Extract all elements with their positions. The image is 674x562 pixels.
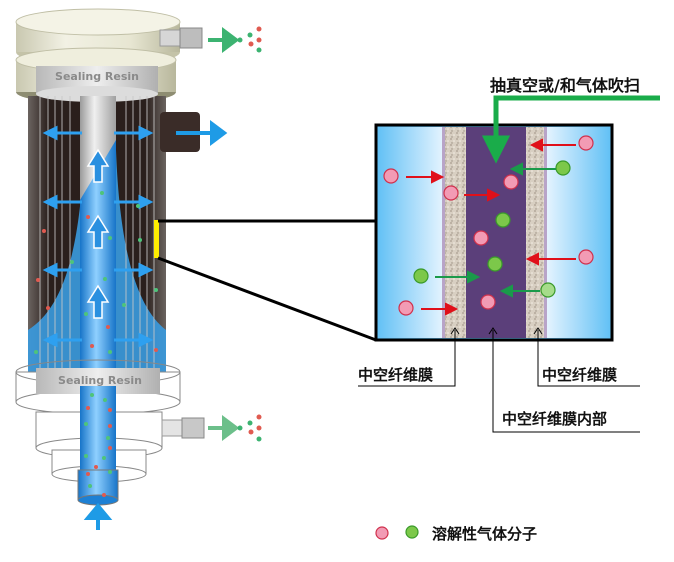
top-gas-outlet-fitting <box>159 27 203 49</box>
zoom-highlight-marker <box>154 220 159 258</box>
lumen-label: 中空纤维膜内部 <box>502 410 608 428</box>
legend-red-molecule-icon <box>375 526 389 540</box>
callout-lines <box>157 219 377 342</box>
left-membrane-label: 中空纤维膜 <box>358 366 434 384</box>
left-membrane-wall <box>442 127 468 338</box>
up-arrow-icon <box>86 214 110 249</box>
up-arrow-icon <box>86 148 110 183</box>
bottom-end-cap: Sealing Resin <box>15 359 181 506</box>
top-sealing-resin-label: Sealing Resin <box>55 70 139 83</box>
bottom-gas-outlet-fitting <box>161 417 205 439</box>
left-arrow-icon <box>42 332 58 348</box>
right-arrow-icon <box>138 332 154 348</box>
top-sealing-resin: Sealing Resin <box>36 66 158 102</box>
legend-label: 溶解性气体分子 <box>432 525 538 543</box>
water-inlet-arrow-icon <box>83 502 113 530</box>
right-arrow-icon <box>138 194 154 210</box>
left-arrow-icon <box>42 125 58 141</box>
module-gas-molecules <box>34 191 158 354</box>
sweep-arrow-icon <box>481 95 660 164</box>
legend-green-molecule-icon <box>405 525 419 539</box>
hollow-fibers <box>39 96 155 372</box>
bottom-gas-out-arrow-icon <box>208 415 240 441</box>
bottom-module-molecules <box>84 393 112 497</box>
left-arrow-icon <box>42 262 58 278</box>
right-membrane-label: 中空纤维膜 <box>542 366 618 384</box>
top-gas-out-arrow-icon <box>208 27 240 53</box>
transfer-arrows <box>406 138 576 316</box>
bottom-sealing-resin-label: Sealing Resin <box>58 374 142 387</box>
right-membrane-wall <box>526 127 546 338</box>
water-outlet-arrow-icon <box>176 120 228 146</box>
top-released-molecules <box>237 26 262 53</box>
radial-flow-arrows <box>42 125 154 348</box>
up-arrow-icon <box>86 284 110 319</box>
left-arrow-icon <box>42 194 58 210</box>
right-arrow-icon <box>138 125 154 141</box>
right-arrow-icon <box>138 262 154 278</box>
label-leader-lines <box>358 327 640 433</box>
bottom-released-molecules <box>237 414 262 442</box>
detail-gas-molecules <box>383 135 594 316</box>
sweep-label: 抽真空或/和气体吹扫 <box>490 76 640 95</box>
